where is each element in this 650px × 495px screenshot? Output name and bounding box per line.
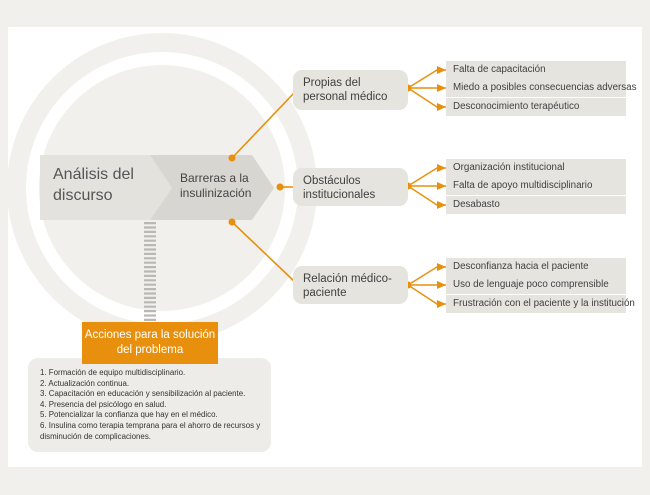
action-item: 4. Presencia del psicólogo en salud. (40, 399, 167, 409)
item-apoyo-multidisciplinario: Falta de apoyo multidisciplinario (446, 177, 626, 195)
item-falta-capacitacion: Falta de capacitación (446, 61, 626, 79)
category-institucionales: Obstáculos institucionales (293, 168, 408, 206)
actions-box: 1. Formación de equipo multidisciplinari… (28, 358, 271, 452)
barrier-label: Barreras a la insulinización (180, 171, 252, 200)
actions-title: Acciones para la solución del problema (82, 322, 218, 364)
item-organizacion: Organización institucional (446, 159, 626, 177)
actions-list: 1. Formación de equipo multidisciplinari… (40, 368, 263, 442)
category-personal-medico: Propias del personal médico (293, 70, 408, 110)
item-desconfianza: Desconfianza hacia el paciente (446, 258, 626, 276)
item-desabasto: Desabasto (446, 196, 626, 214)
fan-arrow (437, 103, 446, 111)
analysis-label: Análisis del discurso (53, 166, 134, 204)
action-item: 6. Insulina como terapia temprana para e… (40, 420, 261, 441)
branch-line (231, 91, 296, 159)
fan-line (407, 87, 446, 108)
fan-arrow (437, 201, 446, 209)
fan-arrow (437, 281, 446, 289)
fan-line (407, 284, 446, 305)
fan-arrow (437, 300, 446, 308)
fan-arrow (437, 84, 446, 92)
category-medico-paciente: Relación médico-paciente (293, 266, 408, 304)
item-frustracion: Frustración con el paciente y la institu… (446, 295, 635, 313)
item-lenguaje: Uso de lenguaje poco comprensible (446, 276, 626, 294)
fan-arrow (437, 182, 446, 190)
branch-line (231, 221, 296, 283)
fan-line (407, 167, 446, 187)
fan-arrow (437, 66, 446, 74)
fan-arrow (437, 164, 446, 172)
action-item: 2. Actualización continua. (40, 378, 130, 388)
fan-arrow (437, 263, 446, 271)
item-miedo-consecuencias: Miedo a posibles consecuencias adversas (446, 79, 637, 97)
fan-line (407, 185, 446, 206)
action-item: 1. Formación de equipo multidisciplinari… (40, 368, 186, 377)
analysis-chevron (40, 155, 172, 220)
item-desconocimiento: Desconocimiento terapéutico (446, 98, 626, 116)
fan-line (407, 69, 446, 89)
action-item: 3. Capacitación en educación y sensibili… (40, 389, 246, 399)
fan-line (407, 266, 446, 286)
barrier-chevron (150, 155, 274, 220)
action-item: 5. Potencializar la confianza que hay en… (40, 410, 218, 420)
